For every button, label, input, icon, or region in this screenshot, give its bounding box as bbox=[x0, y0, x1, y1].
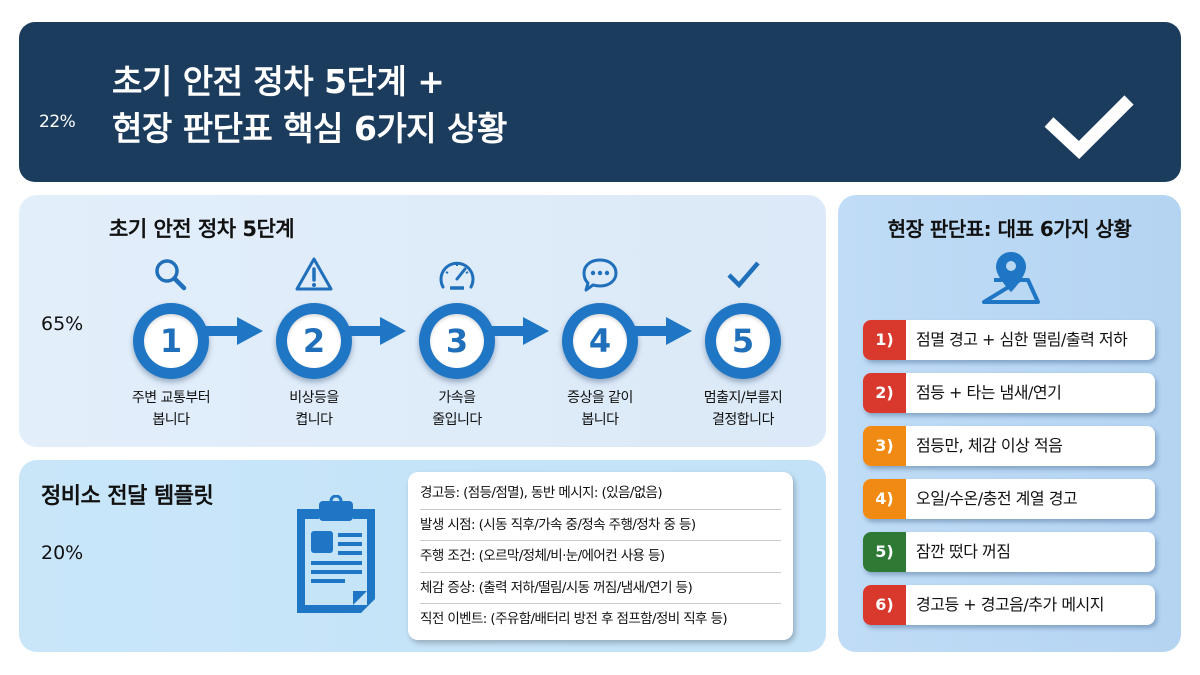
situation-text: 점등만, 체감 이상 적음 bbox=[916, 436, 1063, 455]
header-percent: 22% bbox=[39, 112, 76, 132]
situation-badge: 4) bbox=[863, 479, 906, 519]
step-3-circle: 3 bbox=[419, 303, 495, 379]
steps-title: 초기 안전 정차 5단계 bbox=[109, 217, 295, 241]
steps-percent: 65% bbox=[41, 313, 84, 335]
step-5-circle: 5 bbox=[705, 303, 781, 379]
step-3: 3 가속을 줄입니다 bbox=[392, 255, 522, 435]
step-4: 4 증상을 같이 봅니다 bbox=[535, 255, 665, 435]
safe-stop-steps-panel: 초기 안전 정차 5단계 65% 1 주변 교통부터 봅니다 2 비상등을 켭니… bbox=[19, 195, 826, 447]
step-2-circle: 2 bbox=[276, 303, 352, 379]
arrow-right-icon bbox=[342, 317, 406, 345]
situation-badge: 5) bbox=[863, 532, 906, 572]
template-row-driving-condition: 주행 조건: (오르막/정체/비·눈/에어컨 사용 등) bbox=[420, 541, 781, 573]
page-title-line2: 현장 판단표 핵심 6가지 상황 bbox=[112, 109, 507, 148]
checkmark-icon bbox=[1044, 95, 1134, 160]
chat-bubble-icon bbox=[582, 258, 618, 292]
template-row-symptoms: 체감 증상: (출력 저하/떨림/시동 꺼짐/냄새/연기 등) bbox=[420, 573, 781, 604]
template-card: 경고등: (점등/점멸), 동반 메시지: (있음/없음) 발생 시점: (시동… bbox=[408, 472, 793, 640]
arrow-right-icon bbox=[628, 317, 692, 345]
situation-badge: 3) bbox=[863, 426, 906, 466]
step-5: 5 멈출지/부를지 결정합니다 bbox=[678, 255, 808, 435]
situation-text: 경고등 + 경고음/추가 메시지 bbox=[916, 595, 1104, 614]
situation-item-6: 6) 경고등 + 경고음/추가 메시지 bbox=[863, 585, 1155, 625]
situation-text: 점멸 경고 + 심한 떨림/출력 저하 bbox=[916, 330, 1128, 349]
step-4-label: 증상을 같이 봅니다 bbox=[567, 390, 633, 428]
step-1-label: 주변 교통부터 봅니다 bbox=[131, 390, 211, 428]
situation-item-5: 5) 잠깐 떴다 꺼짐 bbox=[863, 532, 1155, 572]
template-row-prior-event: 직전 이벤트: (주유함/배터리 방전 후 점프함/정비 직후 등) bbox=[420, 611, 728, 627]
situation-text: 오일/수온/충전 계열 경고 bbox=[916, 489, 1078, 508]
situation-badge: 1) bbox=[863, 320, 906, 360]
situations-title: 현장 판단표: 대표 6가지 상황 bbox=[887, 217, 1132, 241]
template-title: 정비소 전달 템플릿 bbox=[41, 484, 214, 509]
page-title-line1: 초기 안전 정차 5단계 + bbox=[112, 62, 445, 101]
header-banner: 22% 초기 안전 정차 5단계 + 현장 판단표 핵심 6가지 상황 bbox=[19, 22, 1181, 182]
magnifier-icon bbox=[155, 259, 187, 291]
step-3-label: 가속을 줄입니다 bbox=[432, 390, 482, 428]
situation-item-1: 1) 점멸 경고 + 심한 떨림/출력 저하 bbox=[863, 320, 1155, 360]
template-row-occurrence-time: 발생 시점: (시동 직후/가속 중/정속 주행/정차 중 등) bbox=[420, 510, 781, 541]
arrow-right-icon bbox=[199, 317, 263, 345]
page-title: 초기 안전 정차 5단계 + 현장 판단표 핵심 6가지 상황 bbox=[112, 58, 507, 152]
field-judgment-panel: 현장 판단표: 대표 6가지 상황 1) 점멸 경고 + 심한 떨림/출력 저하… bbox=[838, 195, 1181, 652]
step-2: 2 비상등을 켭니다 bbox=[249, 255, 379, 435]
step-2-label: 비상등을 켭니다 bbox=[289, 390, 339, 428]
speedometer-icon bbox=[439, 261, 475, 290]
step-1: 1 주변 교통부터 봅니다 bbox=[106, 255, 236, 435]
situation-badge: 6) bbox=[863, 585, 906, 625]
repair-shop-template-panel: 정비소 전달 템플릿 20% 경고등: (점등/점멸), 동반 메시지: (있음… bbox=[19, 460, 826, 652]
situation-item-3: 3) 점등만, 체감 이상 적음 bbox=[863, 426, 1155, 466]
step-5-label: 멈출지/부를지 결정합니다 bbox=[703, 390, 783, 428]
template-row-warning-light: 경고등: (점등/점멸), 동반 메시지: (있음/없음) bbox=[420, 478, 781, 510]
situation-text: 점등 + 타는 냄새/연기 bbox=[916, 383, 1062, 402]
situation-badge: 2) bbox=[863, 373, 906, 413]
warning-triangle-icon bbox=[295, 257, 333, 291]
template-percent: 20% bbox=[41, 542, 84, 564]
situation-item-4: 4) 오일/수온/충전 계열 경고 bbox=[863, 479, 1155, 519]
step-1-circle: 1 bbox=[133, 303, 209, 379]
step-4-circle: 4 bbox=[562, 303, 638, 379]
arrow-right-icon bbox=[485, 317, 549, 345]
clipboard-icon bbox=[297, 495, 375, 613]
checkmark-icon bbox=[727, 261, 760, 289]
situation-text: 잠깐 떴다 꺼짐 bbox=[916, 542, 1011, 561]
map-pin-icon bbox=[982, 252, 1040, 304]
situation-item-2: 2) 점등 + 타는 냄새/연기 bbox=[863, 373, 1155, 413]
